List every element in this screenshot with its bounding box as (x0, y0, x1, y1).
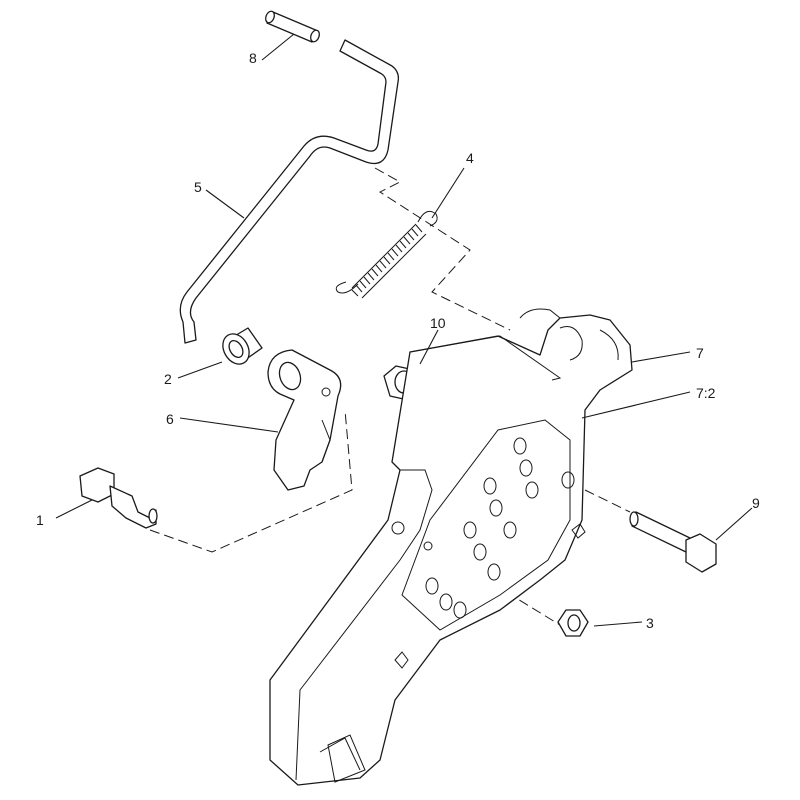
callout-9: 9 (752, 495, 760, 511)
bolt-part-9 (629, 511, 717, 573)
callout-8: 8 (249, 50, 257, 66)
pin-part-8 (265, 10, 320, 43)
rod-part-5 (179, 39, 400, 344)
callout-7-2: 7:2 (696, 385, 716, 401)
callout-10: 10 (430, 315, 446, 331)
callout-5: 5 (194, 179, 202, 195)
bracket-part-7 (269, 308, 633, 786)
bolt-part-1 (79, 467, 158, 529)
lever-part-6 (267, 349, 342, 491)
callout-7: 7 (696, 345, 704, 361)
leader-lines (55, 33, 753, 627)
callout-6: 6 (166, 411, 174, 427)
nut-part-3 (557, 609, 589, 637)
bracket-holes (425, 437, 539, 619)
callout-labels: 1 2 3 4 5 6 7 7:2 8 9 10 (36, 50, 760, 631)
callout-3: 3 (646, 615, 654, 631)
callout-1: 1 (36, 512, 44, 528)
spring-part-4 (335, 210, 438, 299)
bushing-part-2 (222, 327, 263, 365)
callout-4: 4 (466, 150, 474, 166)
callout-2: 2 (164, 371, 172, 387)
